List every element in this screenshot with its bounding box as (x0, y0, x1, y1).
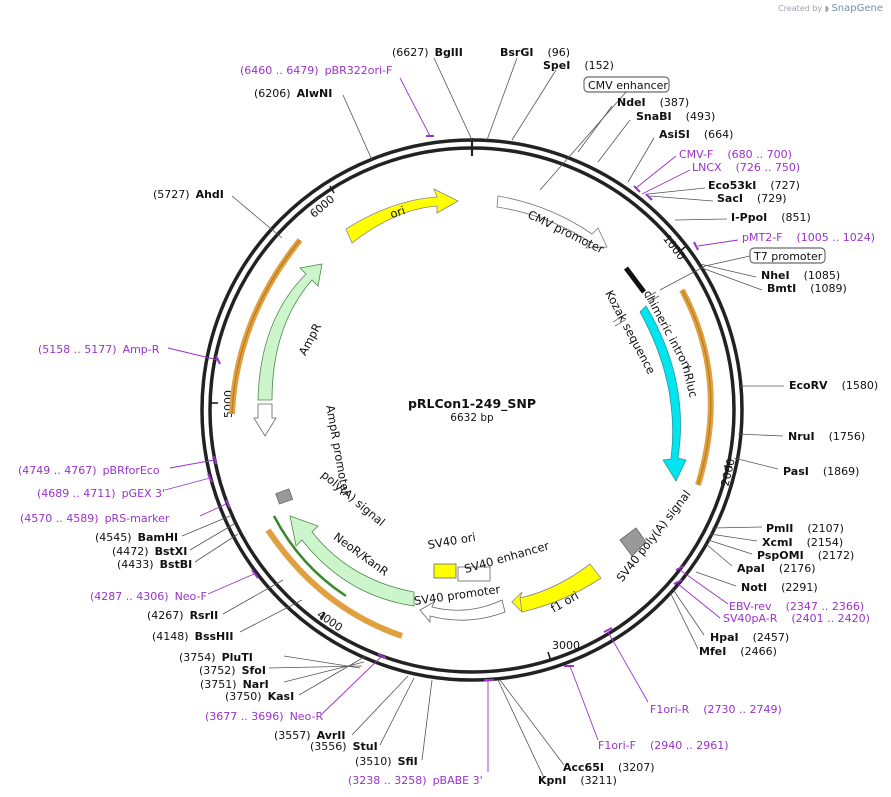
kozak-mark (612, 315, 626, 327)
primer-neo-f: (4287 .. 4306)Neo-F (90, 590, 207, 603)
primer-pbabe-3: (3238 .. 3258)pBABE 3' (348, 774, 483, 787)
site-kasi: (3750)KasI (225, 690, 294, 703)
site-acc65i: Acc65I(3207) (563, 761, 655, 774)
polya-signal-feature[interactable] (275, 488, 294, 505)
primer-pbr322ori-f: (6460 .. 6479)pBR322ori-F (240, 64, 392, 77)
site-bglii: (6627)BglII (392, 46, 463, 59)
site-snabi: SnaBI(493) (636, 110, 715, 123)
site-pspomi: PspOMI(2172) (757, 549, 854, 562)
site-avrii: (3557)AvrII (274, 729, 345, 742)
snapgene-logo-icon: ◗ (824, 4, 829, 13)
site-eco53ki: Eco53kI(727) (708, 179, 800, 192)
primer-pmt2-f: pMT2-F(1005 .. 1024) (742, 231, 875, 244)
site-bsrgi: BsrGI(96) (500, 46, 570, 59)
sv40-promoter-feature[interactable] (419, 599, 506, 624)
site-bstbi: (4433)BstBI (117, 558, 192, 571)
chimeric-intron-feature[interactable] (624, 266, 646, 294)
sv40-enhancer-label: SV40 enhancer (463, 538, 551, 576)
site-bsshii: (4148)BssHII (152, 630, 233, 643)
site-apai: ApaI(2176) (737, 562, 815, 575)
site-nari: (3751)NarI (200, 678, 269, 691)
site-ahdi: (5727)AhdI (153, 188, 224, 201)
neo-orf-inner (272, 515, 347, 598)
polya-signal-label: poly(A) signal (318, 468, 387, 529)
site-xcmi: XcmI(2154) (762, 536, 843, 549)
site-bamhi: (4545)BamHI (95, 531, 178, 544)
site-alwni: (6206)AlwNI (254, 87, 332, 100)
sv40-enhancer-feature[interactable] (457, 566, 491, 582)
neo-kan-feature[interactable] (289, 515, 415, 607)
sv40-ori-feature[interactable] (433, 563, 457, 579)
primer-neo-r: (3677 .. 3696)Neo-R (205, 710, 323, 723)
hrluc-orf-arrow (681, 289, 712, 486)
site-stui: (3556)StuI (310, 740, 378, 753)
site-noti: NotI(2291) (741, 581, 818, 594)
cmv-enhancer-box[interactable] (583, 76, 670, 93)
site-pmli: PmlI(2107) (766, 522, 844, 535)
site-i-ppoi: I-PpoI(851) (731, 211, 811, 224)
chimeric-intron-mark (644, 291, 660, 303)
hrluc-label: hRluc (679, 364, 700, 399)
ampr-label: AmpR (296, 321, 324, 358)
site-spei: SpeI(152) (543, 59, 614, 72)
primer-lncx: LNCX(726 .. 750) (692, 161, 800, 174)
cmv-promoter-feature[interactable] (496, 195, 608, 249)
primers: (6460 .. 6479)pBR322ori-F CMV-F(680 .. 7… (18, 64, 875, 787)
site-ecorv: EcoRV(1580) (789, 379, 878, 392)
site-rsrii: (4267)RsrII (147, 609, 218, 622)
plasmid-name: pRLCon1-249_SNP (408, 396, 536, 412)
sv40-promoter-label: SV40 promoter (413, 582, 501, 608)
t7-promoter-box[interactable] (749, 247, 826, 264)
site-nhei: NheI(1085) (761, 269, 840, 282)
sv40-ori-label: SV40 ori (427, 530, 477, 552)
site-mfei: MfeI(2466) (699, 645, 777, 658)
primer-cmv-f: CMV-F(680 .. 700) (679, 148, 792, 161)
snapgene-brand: Created by ◗ SnapGene (778, 3, 883, 14)
site-hpai: HpaI(2457) (710, 631, 789, 644)
site-bmti: BmtI(1089) (767, 282, 847, 295)
neo-orf-band (265, 528, 403, 639)
ampr-orf-arrow (231, 239, 301, 415)
primer-f1ori-r: F1ori-R(2730 .. 2749) (650, 703, 782, 716)
primer-ebv-rev: EBV-rev(2347 .. 2366) (729, 600, 864, 613)
primer-f1ori-f: F1ori-F(2940 .. 2961) (598, 739, 729, 752)
t7-promoter-label: T7 promoter (753, 250, 823, 263)
primer-pbrforeco: (4749 .. 4767)pBRforEco (18, 464, 160, 477)
primer-pgex-3: (4689 .. 4711)pGEX 3' (37, 487, 165, 500)
snapgene-name: SnapGene (831, 3, 883, 14)
ampr-feature[interactable] (257, 263, 323, 401)
site-kpni: KpnI(3211) (538, 774, 617, 787)
ampr-promoter-feature[interactable] (253, 403, 277, 437)
primer-prs-marker: (4570 .. 4589)pRS-marker (20, 512, 170, 525)
site-saci: SacI(729) (717, 192, 787, 205)
primer-amp-r: (5158 .. 5177)Amp-R (38, 343, 160, 356)
tick-3000: 3000 (552, 639, 580, 652)
site-bstxi: (4472)BstXI (112, 545, 187, 558)
ori-label: ori (388, 203, 407, 221)
hrluc-feature[interactable] (639, 305, 687, 482)
site-nrui: NruI(1756) (788, 430, 865, 443)
sv40-polya-feature[interactable] (619, 527, 647, 557)
f1-ori-body (519, 563, 602, 613)
ori-feature[interactable] (345, 188, 459, 244)
site-sfii: (3510)SfiI (355, 755, 418, 768)
created-by-text: Created by (778, 4, 823, 13)
plasmid-length: 6632 bp (450, 412, 494, 424)
primer-sv40pa-r: SV40pA-R(2401 .. 2420) (723, 612, 870, 625)
site-ndei: NdeI(387) (617, 96, 689, 109)
site-asisi: AsiSI(664) (659, 128, 733, 141)
site-pluti: (3754)PluTI (179, 651, 253, 664)
site-sfoi: (3752)SfoI (199, 664, 266, 677)
cmv-enhancer-label: CMV enhancer (588, 79, 668, 92)
site-pasi: PasI(1869) (783, 465, 859, 478)
restriction-sites: (6627)BglII BsrGI(96) SpeI(152) NdeI(387… (95, 46, 878, 787)
